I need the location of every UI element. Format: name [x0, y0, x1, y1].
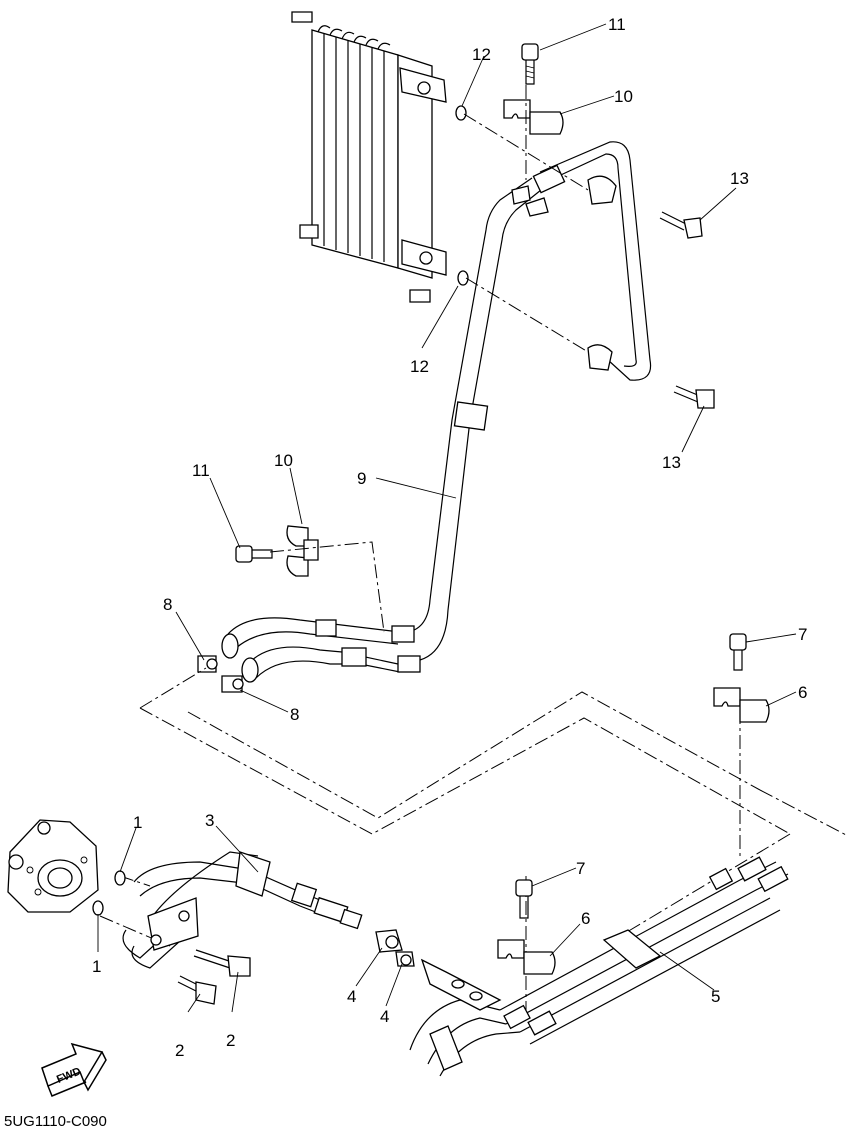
clamp-middle-10: [286, 525, 319, 577]
hose-ends-near-8: [221, 617, 421, 683]
callout-7b: 7: [576, 859, 585, 878]
oil-hose-5: [409, 856, 789, 1077]
callout-13a: 13: [730, 169, 749, 188]
callout-11a: 11: [608, 15, 626, 34]
oil-cooler-hose-9: [407, 141, 652, 661]
callout-8a: 8: [163, 595, 172, 614]
fitting-4-a: [375, 929, 403, 953]
callout-4b: 4: [380, 1007, 389, 1026]
callout-6a: 6: [798, 683, 807, 702]
callout-numbers: 1 1 2 2 3 4 4 5 6 6 7 7 8 8 9 10 10 11 1…: [92, 15, 807, 1060]
callout-2a: 2: [175, 1041, 184, 1060]
oil-cooler: [291, 11, 447, 303]
oil-pump-body: [7, 819, 99, 913]
callout-4a: 4: [347, 987, 356, 1006]
callout-12a: 12: [472, 45, 491, 64]
callout-5: 5: [711, 987, 720, 1006]
o-ring-upper-12: [455, 105, 467, 121]
callout-6b: 6: [581, 909, 590, 928]
bolt-2-b: [177, 975, 217, 1005]
callout-2b: 2: [226, 1031, 235, 1050]
bolt-2-a: [193, 949, 251, 977]
bolt-13-upper: [659, 211, 703, 239]
diagram-code: 5UG1110-C090: [4, 1113, 107, 1130]
callout-10b: 10: [274, 451, 293, 470]
o-ring-lower-1a: [114, 870, 126, 886]
leader-lines: [97, 23, 797, 1013]
callout-8b: 8: [290, 705, 299, 724]
o-ring-lower-1b: [92, 900, 104, 916]
fitting-8-a: [197, 655, 218, 673]
callout-13b: 13: [662, 453, 681, 472]
bolt-upper-11: [521, 43, 539, 85]
fitting-8-b: [221, 675, 244, 693]
bolt-upper-right-7: [729, 633, 747, 671]
bolt-13-lower: [673, 385, 715, 409]
bolt-middle-11: [235, 545, 273, 563]
callout-9: 9: [357, 469, 366, 488]
bolt-lower-7: [515, 879, 533, 919]
callout-3: 3: [205, 811, 214, 830]
o-ring-lower-12: [457, 270, 469, 286]
clamp-upper-10: [503, 99, 564, 135]
oil-pipe-3: [122, 851, 363, 969]
fitting-4-b: [395, 951, 415, 967]
callout-1a: 1: [133, 813, 142, 832]
callout-12b: 12: [410, 357, 429, 376]
callout-11b: 11: [192, 461, 210, 480]
forward-arrow-icon: FWD: [41, 1042, 107, 1097]
callout-10a: 10: [614, 87, 633, 106]
clamp-lower-6: [497, 939, 556, 975]
callout-7a: 7: [798, 625, 807, 644]
callout-1b: 1: [92, 957, 101, 976]
clamp-upper-right-6: [713, 687, 770, 723]
routing-dashed-lines: [99, 60, 848, 1010]
